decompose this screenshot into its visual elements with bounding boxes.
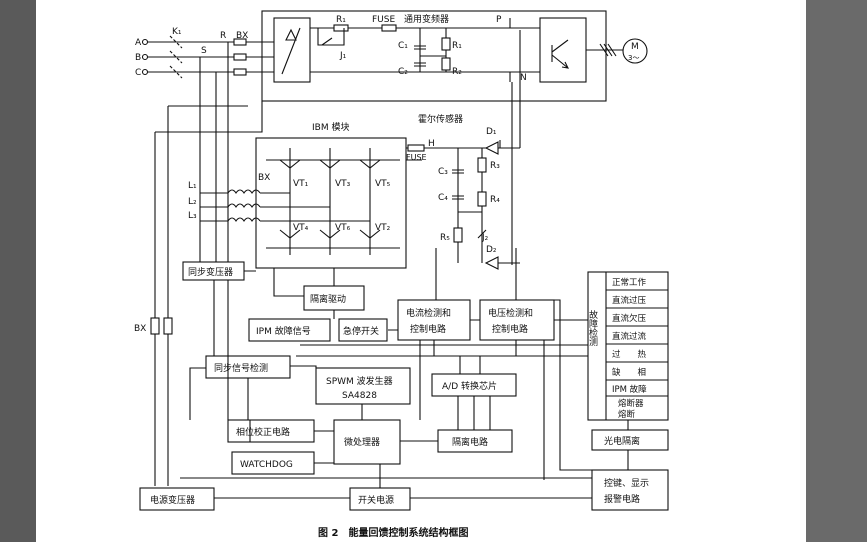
- bx-mid-label: BX: [258, 173, 270, 183]
- vt2-label: VT₂: [375, 223, 391, 233]
- keys-display-line2: 报警电路: [604, 493, 640, 505]
- input-b-label: B: [135, 53, 141, 63]
- motor-label: M: [631, 42, 639, 52]
- bx-top-label: BX: [236, 31, 248, 41]
- fault-ipm: IPM 故障: [612, 384, 647, 395]
- j1-label: J₁: [339, 51, 347, 61]
- figure-caption: 图 2 能量回馈控制系统结构框图: [318, 526, 468, 539]
- rr1-label: R₁: [452, 41, 462, 51]
- l2-label: L₂: [188, 197, 197, 207]
- vt4-label: VT₄: [293, 223, 309, 233]
- d2-label: D₂: [486, 245, 497, 255]
- ibm-module-frame: [255, 137, 407, 269]
- sync-transformer-text: 同步变压器: [188, 266, 233, 278]
- viewer-left-margin: [0, 0, 36, 542]
- input-a-label: A: [135, 38, 142, 48]
- ibm-module-title: IBM 模块: [312, 121, 349, 133]
- fault-normal: 正常工作: [612, 277, 647, 288]
- c4-label: C₄: [438, 193, 448, 203]
- viewer-right-margin: [806, 0, 867, 542]
- inverter-bridge-block: [539, 17, 587, 83]
- fault-fuse-line2: 熔断: [618, 409, 636, 420]
- ipm-fault-text: IPM 故障信号: [256, 325, 311, 337]
- l1-label: L₁: [188, 181, 197, 191]
- vt5-label: VT₅: [375, 179, 391, 189]
- fault-dc-overcurrent: 直流过流: [612, 331, 647, 342]
- fault-detect-vertical: 故障检测: [587, 309, 598, 347]
- fault-dc-overvoltage: 直流过压: [612, 295, 647, 306]
- power-transformer-text: 电源变压器: [150, 494, 195, 506]
- rr2-label: R₂: [452, 67, 462, 77]
- fault-overheat: 过 热: [612, 349, 647, 360]
- input-c-label: C: [135, 68, 141, 78]
- isolation-text: 隔离电路: [452, 436, 488, 448]
- switching-psu-text: 开关电源: [358, 494, 394, 506]
- watchdog-text: WATCHDOG: [240, 460, 293, 470]
- opto-isolation-text: 光电隔离: [604, 435, 640, 447]
- spwm-line2: SA4828: [342, 391, 377, 401]
- fuse-mid-label: FUSE: [406, 153, 427, 162]
- fuse-top-label: FUSE: [372, 15, 395, 25]
- estop-text: 急停开关: [343, 325, 379, 337]
- h-label: H: [428, 139, 435, 149]
- r3-label: R₃: [490, 161, 500, 171]
- inverter-title: 通用变频器: [404, 13, 449, 25]
- fault-fuse-line1: 熔断器: [618, 398, 644, 409]
- iso-drive-text: 隔离驱动: [310, 293, 346, 305]
- mcu-text: 微处理器: [344, 436, 380, 448]
- ad-chip-text: A/D 转换芯片: [442, 380, 497, 392]
- r1-label: R₁: [336, 15, 346, 25]
- paper-page: [36, 0, 806, 542]
- r-label: R: [220, 31, 226, 41]
- vt6-label: VT₆: [335, 223, 351, 233]
- c1-label: C₁: [398, 41, 408, 51]
- p-label: P: [496, 15, 502, 25]
- sync-detect-text: 同步信号检测: [214, 362, 268, 374]
- current-detect-line1: 电流检测和: [406, 307, 451, 319]
- spwm-line1: SPWM 波发生器: [326, 375, 393, 387]
- hall-sensor-label: 霍尔传感器: [418, 113, 463, 125]
- fault-dc-undervoltage: 直流欠压: [612, 313, 647, 324]
- r5-label: R₅: [440, 233, 450, 243]
- c2-label: C₂: [398, 67, 408, 77]
- vt3-label: VT₃: [335, 179, 351, 189]
- inverter-frame: [261, 10, 607, 102]
- l3-label: L₃: [188, 211, 197, 221]
- motor-phase-label: 3～: [628, 54, 639, 62]
- voltage-detect-line1: 电压检测和: [488, 307, 533, 319]
- bx-left-label: BX: [134, 324, 146, 334]
- j2-label: J₂: [481, 233, 489, 243]
- s-label: S: [201, 46, 207, 56]
- k1-label: K₁: [172, 27, 182, 37]
- vt1-label: VT₁: [293, 179, 309, 189]
- d1-label: D₁: [486, 127, 497, 137]
- current-detect-line2: 控制电路: [410, 323, 446, 335]
- fault-phase-loss: 缺 相: [612, 367, 646, 378]
- n-label: N: [520, 73, 527, 83]
- r4-label: R₄: [490, 195, 500, 205]
- voltage-detect-line2: 控制电路: [492, 323, 528, 335]
- c3-label: C₃: [438, 167, 448, 177]
- rectifier-block: [273, 17, 311, 83]
- phase-correct-text: 相位校正电路: [236, 426, 290, 438]
- keys-display-line1: 控键、显示: [604, 477, 649, 489]
